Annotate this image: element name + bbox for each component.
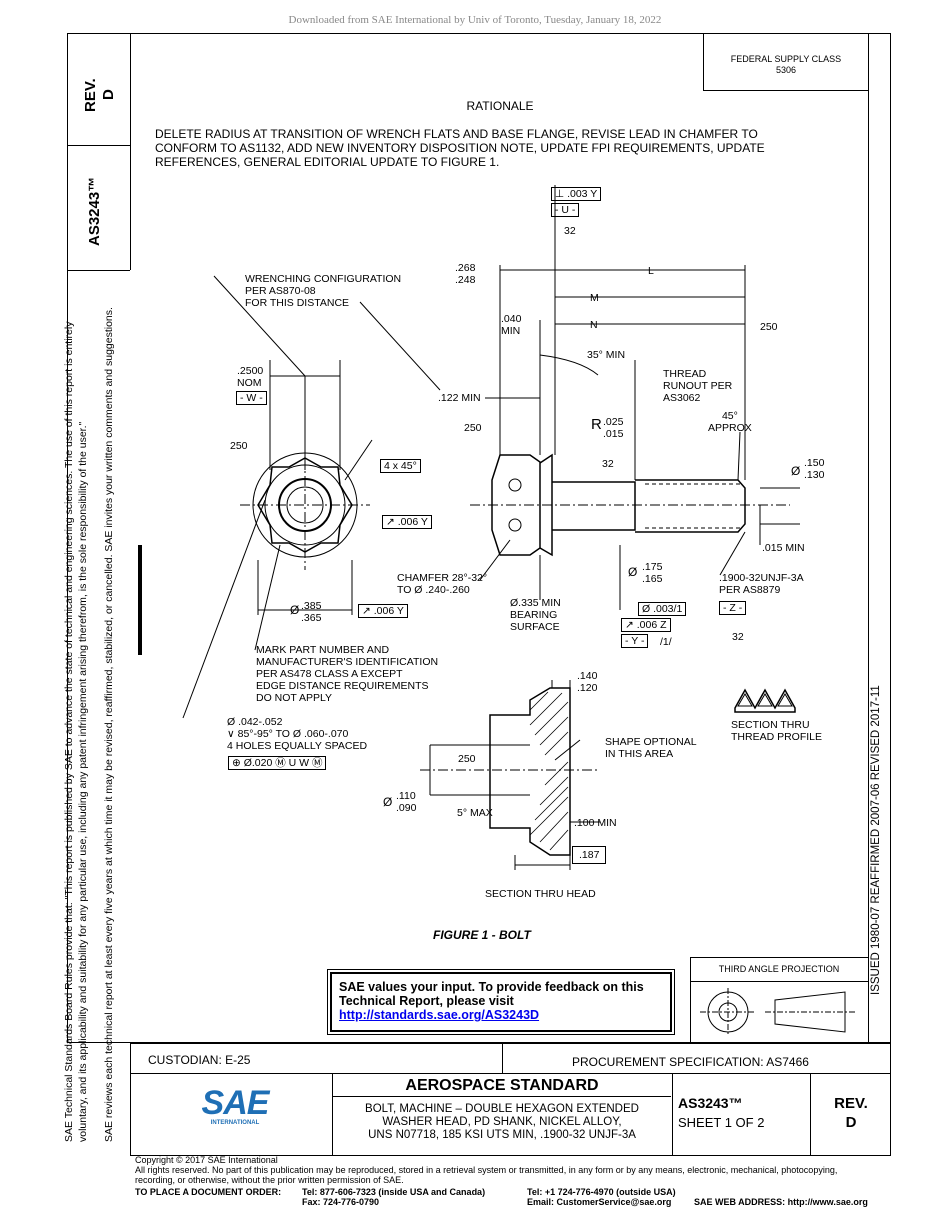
title-block-row1 xyxy=(130,1043,891,1074)
dia-symbol: Ø xyxy=(791,464,801,478)
fcf-003: Ø .003/1 xyxy=(638,602,687,616)
dim-025: .025 .015 xyxy=(603,416,624,440)
rights-text: recording, or otherwise, without the pri… xyxy=(135,1175,404,1185)
section-thru-head-label: SECTION THRU HEAD xyxy=(485,888,596,900)
custodian: CUSTODIAN: E-25 xyxy=(148,1053,251,1067)
bearing-surface: Ø.335 MIN BEARING SURFACE xyxy=(510,597,561,633)
download-note: Downloaded from SAE International by Uni… xyxy=(288,14,662,26)
dim-n: N xyxy=(590,319,598,331)
perpendicularity-tolerance: ⊥ .003 Y xyxy=(551,187,602,201)
dim-100: .100 MIN xyxy=(574,817,617,829)
divider xyxy=(67,270,130,271)
dim-110: .110 .090 xyxy=(396,790,417,814)
title-block xyxy=(130,1043,891,1156)
dim-l: L xyxy=(648,265,654,277)
federal-supply-class: FEDERAL SUPPLY CLASS 5306 xyxy=(703,33,868,91)
title-doc-number: AS3243™ xyxy=(678,1095,743,1111)
dim-187: .187 xyxy=(572,846,607,864)
surface-finish-32: 32 xyxy=(732,631,744,643)
datum-w: - W - xyxy=(236,391,267,405)
divider xyxy=(502,1043,503,1073)
bolt-head-side xyxy=(491,454,541,556)
divider xyxy=(810,1073,811,1156)
order-label: TO PLACE A DOCUMENT ORDER: xyxy=(135,1187,282,1197)
dim-175: .175 .165 xyxy=(642,561,663,585)
hole-position-fcf: ⊕ Ø.020 Ⓜ U W Ⓜ xyxy=(228,756,327,770)
divider xyxy=(672,1073,673,1156)
revision-bar xyxy=(138,545,142,655)
figure-caption: FIGURE 1 - BOLT xyxy=(433,928,531,942)
dim-m: M xyxy=(590,292,599,304)
procurement-spec: PROCUREMENT SPECIFICATION: AS7466 xyxy=(572,1055,809,1069)
rationale-heading: RATIONALE xyxy=(466,99,534,113)
datum-y: - Y - xyxy=(621,634,649,648)
aerospace-standard-heading: AEROSPACE STANDARD xyxy=(333,1077,671,1097)
document-title: BOLT, MACHINE – DOUBLE HEXAGON EXTENDED … xyxy=(365,1103,639,1141)
datum-y-note: /1/ xyxy=(660,636,672,648)
feedback-box: SAE values your input. To provide feedba… xyxy=(327,969,675,1035)
dim-4x45: 4 x 45° xyxy=(380,459,421,473)
dim-35: 35° MIN xyxy=(587,349,626,361)
dim-015: .015 MIN xyxy=(762,542,805,554)
drawing-frame xyxy=(67,33,891,1043)
copyright: Copyright © 2017 SAE International xyxy=(135,1155,278,1165)
dim-040: .040 MIN xyxy=(501,313,522,337)
order-contacts: Tel: +1 724-776-4970 (outside USA) Email… xyxy=(527,1187,676,1207)
surface-finish-32: 32 xyxy=(564,225,576,237)
dia-symbol: Ø xyxy=(290,603,300,617)
surface-finish-32: 32 xyxy=(602,458,614,470)
thread-runout-note: THREAD RUNOUT PER AS3062 xyxy=(663,368,733,404)
feedback-line1: SAE values your input. To provide feedba… xyxy=(339,980,644,994)
wrench-config-note: WRENCHING CONFIGURATION PER AS870-08 FOR… xyxy=(245,273,402,309)
left-header-column xyxy=(67,33,131,270)
sheet-number: SHEET 1 OF 2 xyxy=(678,1115,765,1130)
divider xyxy=(332,1073,333,1156)
title-rev: REV. D xyxy=(834,1095,868,1131)
datum-z: - Z - xyxy=(719,601,747,615)
runout-tolerance: ↗ .006 Y xyxy=(358,604,408,618)
dim-122: .122 MIN xyxy=(438,392,481,404)
dim-2500: .2500 NOM xyxy=(237,365,264,389)
dim-150: .150 .130 xyxy=(804,457,825,481)
sae-web-address[interactable]: SAE WEB ADDRESS: http://www.sae.org xyxy=(694,1197,868,1207)
dim-5max: 5° MAX xyxy=(457,807,493,819)
datum-u: - U - xyxy=(551,203,580,217)
third-angle-block xyxy=(690,957,869,1044)
dia-symbol: Ø xyxy=(383,795,393,809)
right-history-column xyxy=(868,33,892,1043)
chamfer-note: CHAMFER 28°-32° TO Ø .240-.260 xyxy=(397,572,488,596)
threaded-shank xyxy=(635,479,746,533)
sae-logo: SAE INTERNATIONAL xyxy=(201,1084,270,1126)
surface-finish-250: 250 xyxy=(760,321,778,333)
divider xyxy=(67,145,130,146)
dim-268: .268 .248 xyxy=(455,262,476,286)
mark-part-note: MARK PART NUMBER AND MANUFACTURER'S IDEN… xyxy=(256,644,439,704)
dim-45: 45° APPROX xyxy=(708,410,752,434)
surface-finish-250: 250 xyxy=(464,422,482,434)
section-thru-thread: SECTION THRU THREAD PROFILE xyxy=(731,719,823,743)
dia-symbol: Ø xyxy=(628,565,638,579)
runout-tolerance: ↗ .006 Y xyxy=(382,515,432,529)
holes-note: Ø .042-.052 ∨ 85°-95° TO Ø .060-.070 4 H… xyxy=(227,716,368,752)
surface-finish-250: 250 xyxy=(230,440,248,452)
rights-text: All rights reserved. No part of this pub… xyxy=(135,1165,838,1175)
feedback-link[interactable]: http://standards.sae.org/AS3243D xyxy=(339,1008,540,1022)
dim-radius: R xyxy=(591,416,602,433)
thread-spec: .1900-32UNJF-3A PER AS8879 xyxy=(719,572,804,596)
third-angle-label: THIRD ANGLE PROJECTION xyxy=(690,957,868,982)
shape-optional-note: SHAPE OPTIONAL IN THIS AREA xyxy=(605,736,697,760)
fcf-006z: ↗ .006 Z xyxy=(621,618,671,632)
surface-finish-250: 250 xyxy=(458,753,476,765)
footer: Copyright © 2017 SAE International All r… xyxy=(135,1155,895,1185)
dim-140: .140 .120 xyxy=(577,670,598,694)
order-phones: Tel: 877-606-7323 (inside USA and Canada… xyxy=(302,1187,486,1207)
dim-385: .385 .365 xyxy=(301,600,322,624)
rationale-body: DELETE RADIUS AT TRANSITION OF WRENCH FL… xyxy=(155,127,765,169)
feedback-line2: Technical Report, please visit xyxy=(339,994,514,1008)
